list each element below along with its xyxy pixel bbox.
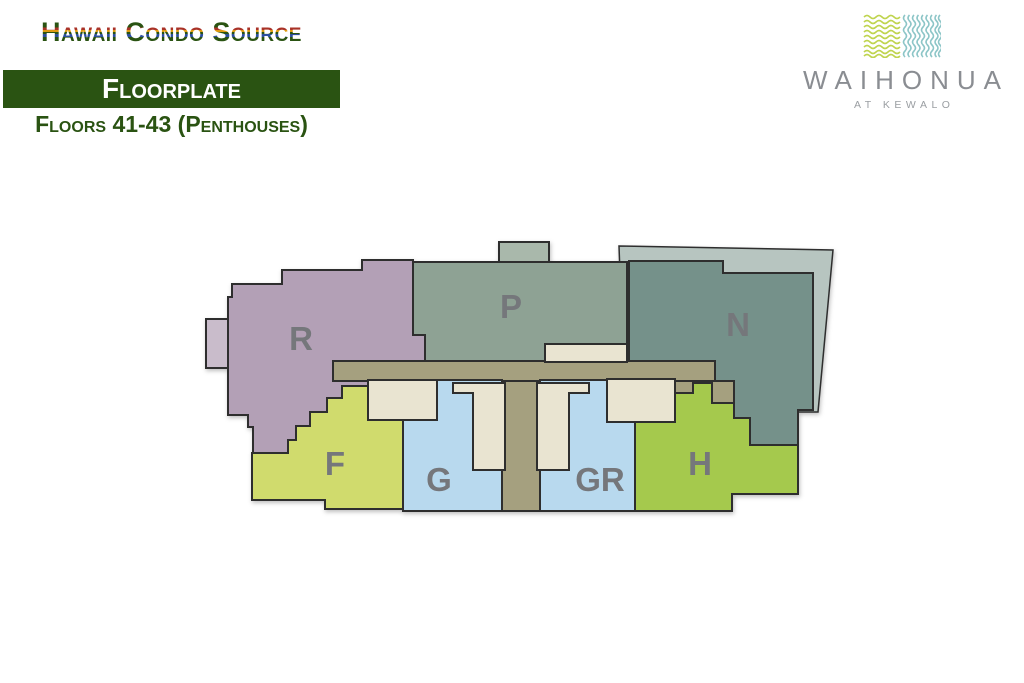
- lanai-box-gr: [536, 382, 590, 471]
- horizontal-waves-icon: [863, 14, 901, 58]
- unit-g-label: G: [426, 461, 452, 498]
- brand-tagline: AT KEWALO: [854, 99, 955, 111]
- unit-p-roof-box: [498, 241, 550, 263]
- floors-subtitle: Floors 41-43 (Penthouses): [35, 111, 308, 137]
- brand-logo: WAIHONUA AT KEWALO: [780, 12, 1024, 111]
- lanai-box-h: [606, 378, 676, 423]
- unit-r-label: R: [289, 320, 313, 357]
- unit-gr-label: GR: [575, 461, 625, 498]
- brand-name: WAIHONUA: [802, 65, 1010, 95]
- unit-p-label: P: [500, 288, 522, 325]
- waves-icon: [863, 14, 941, 58]
- lanai-box-f: [367, 379, 438, 421]
- lanai-box-g: [452, 382, 506, 471]
- vertical-waves-icon: [902, 14, 941, 58]
- unit-f-label: F: [325, 445, 345, 482]
- unit-h-label: H: [688, 445, 712, 482]
- site-logo: Hawaii Condo Source: [3, 16, 340, 48]
- unit-r-annex-box: [205, 318, 229, 369]
- unit-f-region: [251, 379, 404, 510]
- lanai-box-p: [544, 343, 628, 363]
- floorplate-banner: Floorplate: [3, 70, 340, 108]
- unit-n-label: N: [726, 306, 750, 343]
